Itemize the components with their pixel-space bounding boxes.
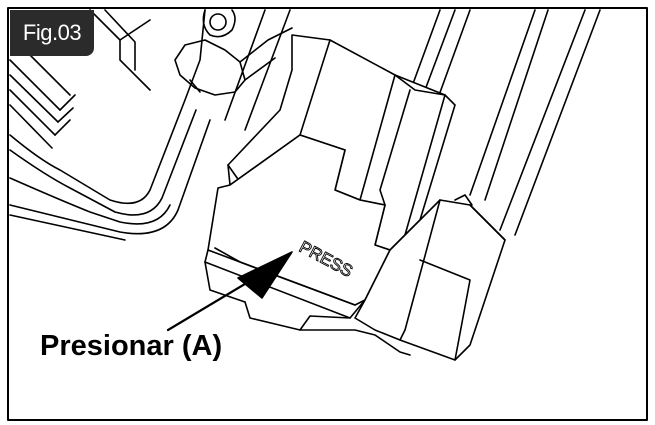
figure-number-tag: Fig.03: [10, 10, 94, 56]
press-arrow: [166, 251, 293, 332]
connector-body: [227, 34, 456, 251]
press-callout-label: Presionar (A): [40, 330, 223, 362]
press-latch: PRESS: [204, 134, 391, 319]
figure-frame: [7, 7, 648, 421]
connector-lower: [244, 194, 506, 361]
